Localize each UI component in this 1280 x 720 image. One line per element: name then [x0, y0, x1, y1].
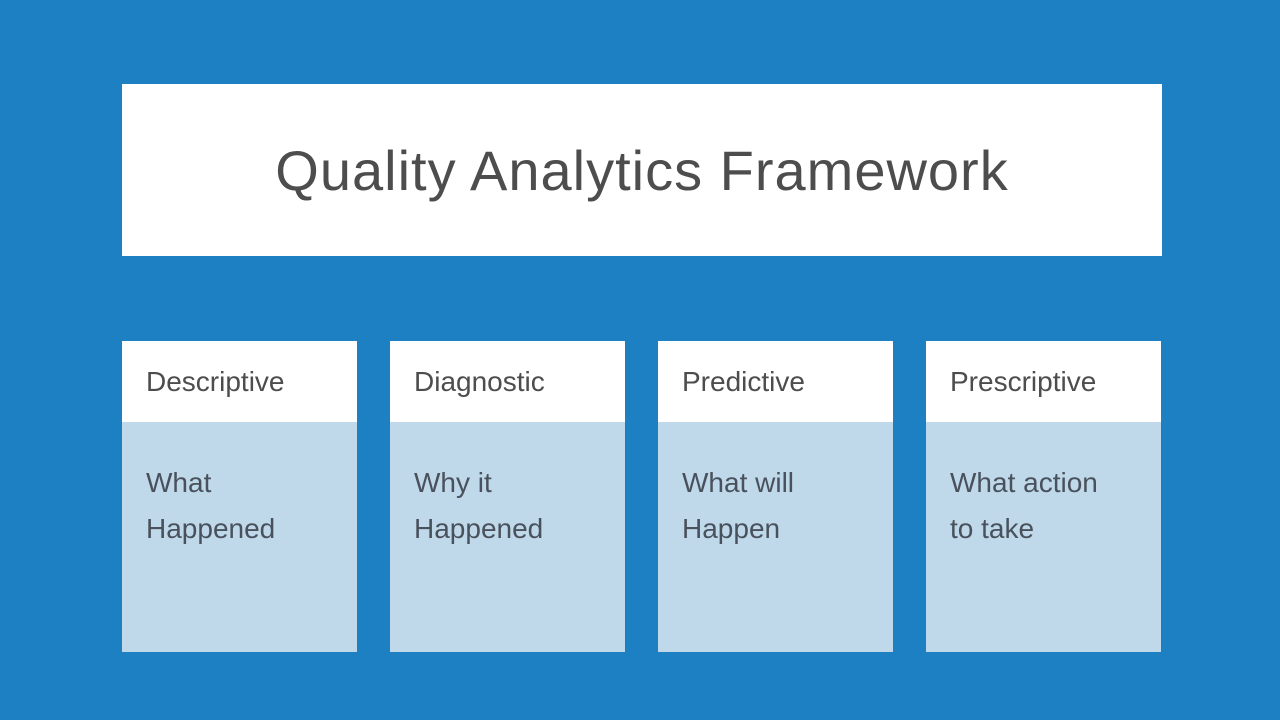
card-prescriptive-header: Prescriptive — [926, 341, 1161, 422]
card-descriptive-header: Descriptive — [122, 341, 357, 422]
analytics-cards: Descriptive What Happened Diagnostic Why… — [122, 341, 1162, 652]
card-descriptive: Descriptive What Happened — [122, 341, 357, 652]
card-descriptive-body: What Happened — [122, 422, 357, 652]
card-prescriptive: Prescriptive What action to take — [926, 341, 1161, 652]
card-predictive-header: Predictive — [658, 341, 893, 422]
card-predictive-body: What will Happen — [658, 422, 893, 652]
card-diagnostic-body: Why it Happened — [390, 422, 625, 652]
card-diagnostic: Diagnostic Why it Happened — [390, 341, 625, 652]
card-diagnostic-header: Diagnostic — [390, 341, 625, 422]
title-box: Quality Analytics Framework — [122, 84, 1162, 256]
card-predictive: Predictive What will Happen — [658, 341, 893, 652]
slide-title: Quality Analytics Framework — [275, 138, 1009, 202]
card-prescriptive-body: What action to take — [926, 422, 1161, 652]
